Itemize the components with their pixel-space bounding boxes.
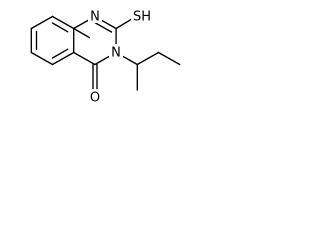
molecule-structure: N N O SH — [30, 8, 181, 106]
bond-ch-ch2 — [136, 51, 160, 66]
benzene-ring — [30, 15, 90, 66]
bond-c4-c4a — [73, 51, 96, 66]
bond-n1-c2-double — [94, 22, 113, 33]
n1-mask — [88, 8, 102, 23]
bond-inner-c8-c7 — [51, 22, 69, 33]
sh-mask — [131, 8, 153, 23]
sec-butyl-group — [115, 51, 181, 91]
structure-canvas: N N O SH — [0, 0, 214, 137]
carbonyl-group — [92, 63, 98, 93]
o-mask — [88, 89, 102, 105]
bond-c7-c6 — [30, 15, 54, 30]
atom-n1: N — [90, 10, 100, 25]
atom-n3: N — [111, 46, 121, 61]
bond-c5-c4 — [30, 51, 54, 66]
bond-c4-c4a — [51, 51, 75, 66]
n3-mask — [109, 44, 123, 59]
bond-c8-c7 — [51, 15, 75, 30]
atom-sh: SH — [133, 10, 151, 25]
bond-inner-c4-c4a — [51, 48, 69, 59]
atom-o: O — [90, 91, 100, 106]
bond-ch2-ch3 — [157, 51, 181, 66]
bond-c8a-c8 — [73, 27, 90, 39]
